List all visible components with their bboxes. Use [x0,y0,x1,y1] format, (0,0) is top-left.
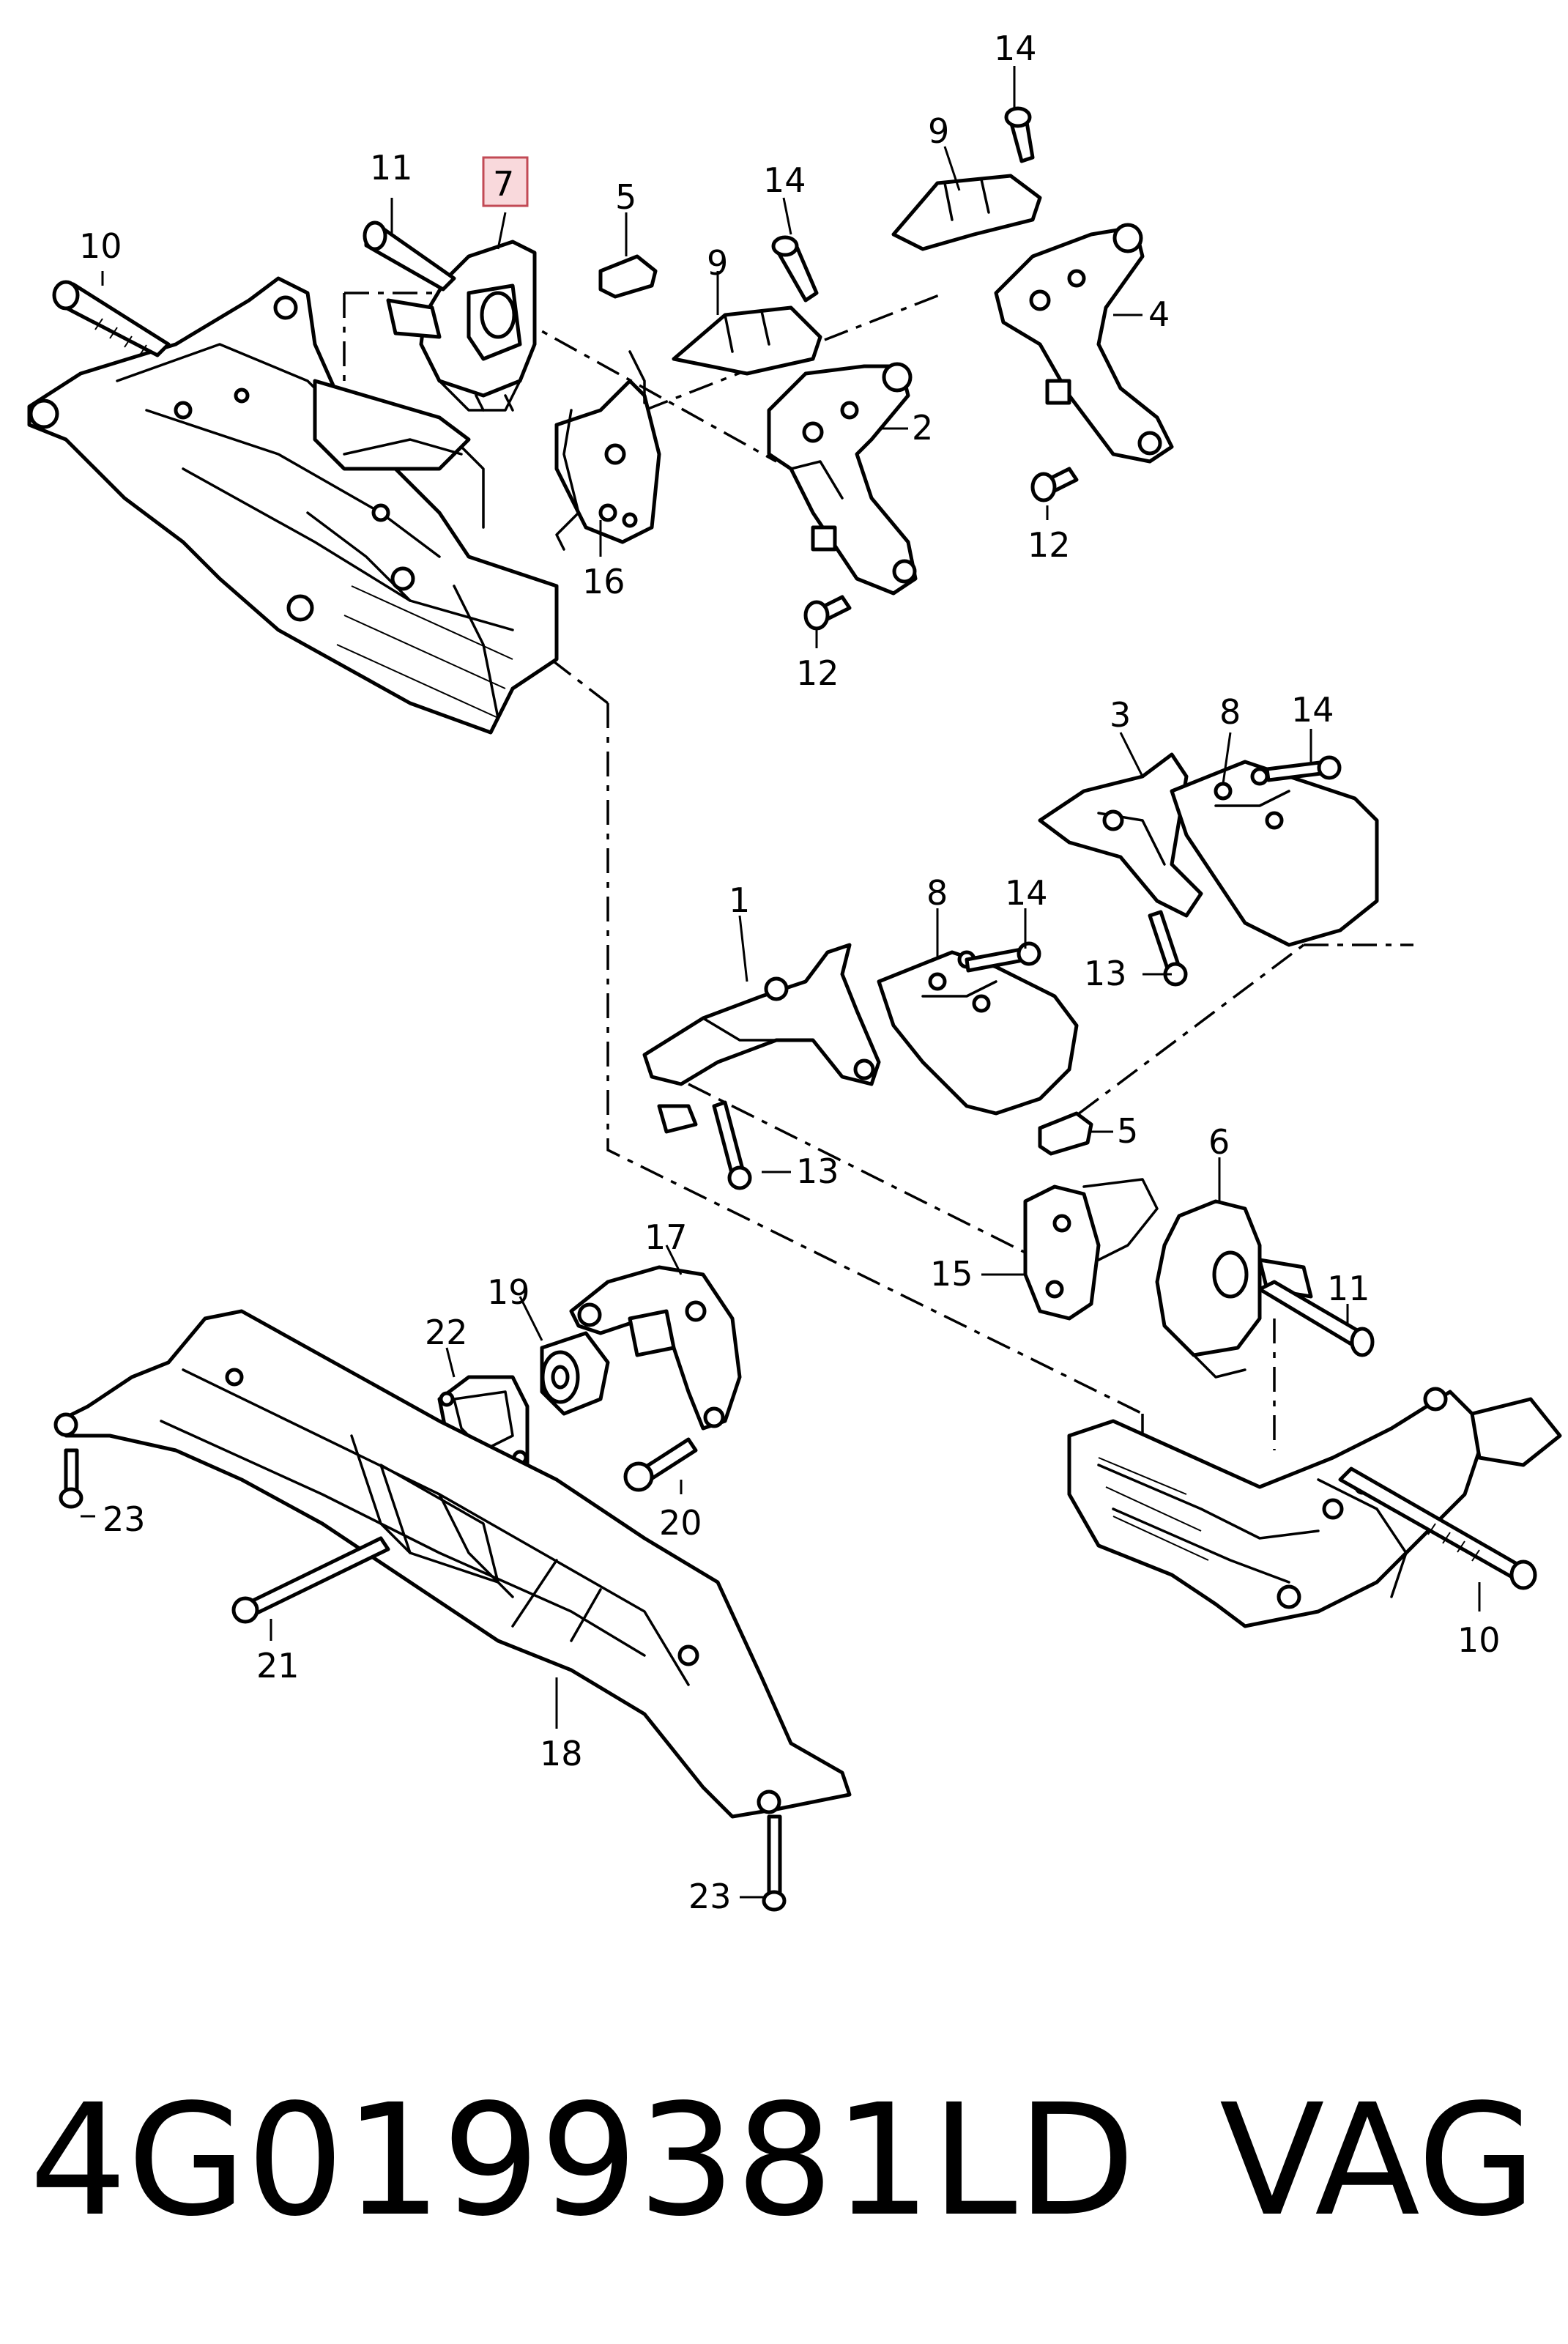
callout-7-highlight [482,156,529,207]
part-6-engine-mount [1155,1199,1313,1379]
part-11-bolt-right [1257,1280,1375,1357]
part-14-bolt-right-top [1004,106,1035,163]
part-12-bolt-left [803,595,852,631]
part-number-footer: 4G0199381LD VAG [29,2066,1553,2256]
callout-3[interactable]: 3 [1110,695,1131,735]
part-13-bolt-lower [712,1100,752,1190]
callout-13[interactable]: 13 [796,1151,839,1191]
callout-5[interactable]: 5 [615,177,636,217]
callout-11[interactable]: 11 [1327,1269,1370,1308]
callout-1[interactable]: 1 [729,880,750,920]
callout-23[interactable]: 23 [103,1499,146,1539]
callout-14[interactable]: 14 [763,160,806,200]
leader-lines [81,66,1481,1899]
callout-16[interactable]: 16 [582,562,625,601]
part-23-bolt-left [59,1448,83,1509]
callout-2[interactable]: 2 [912,408,933,448]
callout-9[interactable]: 9 [707,243,728,283]
assembly-dash-lines [343,292,1413,1458]
callout-21[interactable]: 21 [256,1646,300,1685]
callout-10[interactable]: 10 [1457,1620,1501,1660]
part-9-heat-shield-right [891,174,1042,251]
callout-4[interactable]: 4 [1148,294,1170,334]
part-5-stop-top [598,254,658,299]
callout-18[interactable]: 18 [540,1734,583,1773]
subframe-left [27,276,559,735]
part-11-bolt-top [363,220,456,292]
part-23-bolt-bottom [762,1814,787,1912]
callout-5[interactable]: 5 [1117,1111,1138,1151]
callout-23[interactable]: 23 [688,1877,732,1916]
vendor-name: VAG [1219,2071,1537,2250]
part-8-heat-shield-upper [1170,760,1379,947]
callout-8[interactable]: 8 [1219,692,1241,732]
callout-14[interactable]: 14 [994,29,1037,68]
callout-22[interactable]: 22 [425,1313,468,1352]
callout-17[interactable]: 17 [644,1217,688,1257]
part-2-bracket [767,362,918,596]
part-16-bracket [554,350,661,551]
part-14-bolt-left-top [771,235,819,303]
part-number: 4G0199381LD [29,2071,1136,2250]
part-10-bolt-top [52,280,171,357]
part-9-heat-shield-left [672,305,822,376]
callout-7[interactable]: 7 [493,164,514,204]
part-15-bracket [1023,1178,1159,1321]
callout-12[interactable]: 12 [1028,525,1071,565]
subframe-right [1067,1387,1562,1628]
callout-9[interactable]: 9 [928,111,949,151]
part-12-bolt-right [1030,467,1079,502]
part-5-stop-lower [1038,1111,1093,1156]
callout-19[interactable]: 19 [487,1272,530,1312]
part-18-crossmember [53,1309,852,1819]
callout-10[interactable]: 10 [79,226,122,266]
part-1-bracket [642,943,881,1134]
callout-13[interactable]: 13 [1084,954,1127,993]
callouts: 7 14 9 14 11 5 9 10 2 4 16 12 12 3 8 14 … [79,29,1501,1916]
part-3-bracket [1038,752,1203,918]
part-19-damper [540,1331,610,1416]
part-4-bracket [994,223,1174,464]
part-14-bolt-mid-lower [965,941,1041,973]
callout-20[interactable]: 20 [659,1503,702,1543]
part-21-bolt [231,1536,390,1624]
callout-11[interactable]: 11 [370,148,413,188]
callout-6[interactable]: 6 [1208,1122,1230,1162]
callout-12[interactable]: 12 [796,653,839,693]
part-10-bolt-right [1338,1466,1537,1590]
parts-diagram: 7 14 9 14 11 5 9 10 2 4 16 12 12 3 8 14 … [27,29,1562,1916]
callout-14[interactable]: 14 [1005,873,1048,913]
part-17-bracket [569,1265,742,1431]
part-8-heat-shield-lower [877,950,1079,1116]
callout-8[interactable]: 8 [926,873,948,913]
callout-14[interactable]: 14 [1291,690,1334,730]
part-14-bolt-mid-upper [1265,755,1342,782]
callout-15[interactable]: 15 [930,1254,973,1294]
part-20-bolt [623,1437,698,1492]
